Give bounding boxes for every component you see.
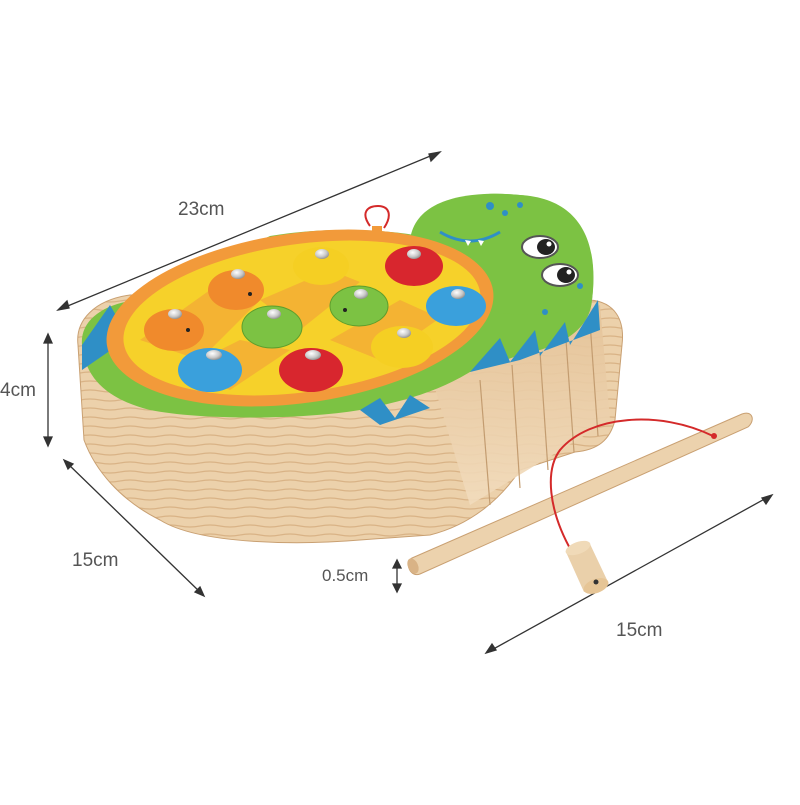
dimension-arrow-width [56,150,442,312]
fish-peg-red-1 [385,246,443,286]
fish-peg-red-2 [279,348,343,392]
width-label: 23cm [178,199,225,220]
dimension-arrow-rod-thickness [391,558,403,594]
fish-pegs [144,246,486,392]
magnet-weight [565,540,609,594]
turtle-fishing-board [77,193,624,544]
fishing-line [549,418,714,553]
height-label: 4cm [0,380,36,401]
fish-peg-green-2 [329,285,389,327]
dimension-arrow-rod-length [484,493,774,655]
dimension-arrow-height [42,332,54,448]
fish-peg-green-1 [241,305,303,349]
fish-peg-blue-1 [426,286,486,326]
fish-peg-blue-2 [178,348,242,392]
fish-peg-yellow-1 [293,247,349,285]
dimension-arrow-depth [62,458,206,598]
fish-peg-orange-2 [144,309,204,351]
fishing-rod [407,412,753,576]
depth-label: 15cm [72,550,119,571]
rod-length-label: 15cm [616,620,663,641]
fish-peg-yellow-2 [371,326,433,368]
fish-peg-orange-1 [208,269,264,310]
rod-thickness-label: 0.5cm [322,566,369,585]
